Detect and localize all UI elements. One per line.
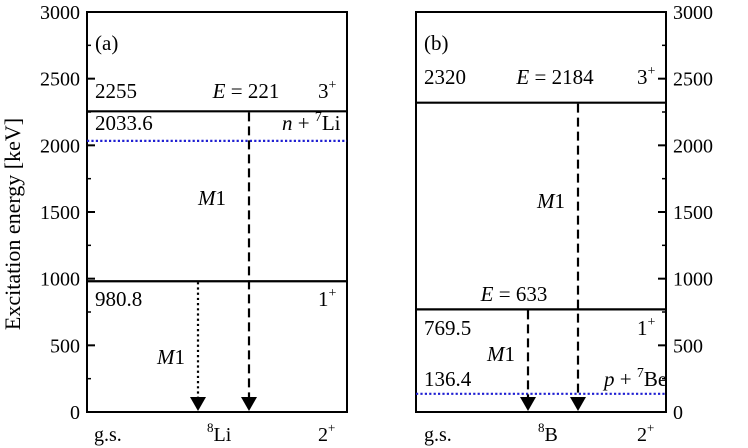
panel-b: 0 500 1000 1500 2000 2500 3000 (b) 2320 E = 21… bbox=[415, 2, 713, 446]
y-tick-label: 1500 bbox=[40, 202, 80, 224]
panel-b-right-tick-labels: 0 500 1000 1500 2000 2500 3000 bbox=[673, 2, 713, 424]
panel-b-transition-m1-short-label: M1 bbox=[486, 342, 515, 366]
y-tick-label: 500 bbox=[50, 335, 80, 357]
panel-a-transition-m1-dashed-label: M1 bbox=[197, 186, 226, 210]
panel-a-gs-label: g.s. bbox=[94, 424, 122, 446]
panel-b-level-1plus-spin: 1+ bbox=[637, 315, 656, 340]
panel-b-level-3plus-spin: 3+ bbox=[637, 64, 656, 89]
y-tick-label: 0 bbox=[70, 402, 80, 424]
panel-a-label: (a) bbox=[95, 31, 118, 55]
panel-b-level-1plus-energy: 769.5 bbox=[424, 316, 471, 340]
panel-b-arrowhead-short bbox=[520, 397, 536, 411]
y-tick-label: 1000 bbox=[40, 269, 80, 291]
panel-a-frame bbox=[86, 11, 348, 413]
panel-b-nucleus-label: 8B bbox=[538, 420, 558, 446]
panel-a-transition-m1-dotted-label: M1 bbox=[156, 345, 185, 369]
panel-b-threshold-channel: p + 7Be bbox=[602, 366, 667, 391]
y-tick-label: 1500 bbox=[673, 202, 713, 224]
panel-a-gs-spin: 2+ bbox=[318, 420, 335, 446]
panel-a-left-ticks bbox=[87, 11, 95, 413]
panel-b-arrowhead-long bbox=[570, 397, 586, 411]
panel-b-level-3plus-transition-energy: E = 2184 bbox=[515, 65, 594, 89]
y-tick-label: 2000 bbox=[40, 135, 80, 157]
panel-b-right-ticks bbox=[658, 11, 666, 413]
y-axis-label: Excitation energy [keV] bbox=[0, 118, 25, 330]
panel-a-level-3plus-transition-energy: E = 221 bbox=[212, 79, 280, 103]
y-tick-label: 2000 bbox=[673, 135, 713, 157]
panel-b-level-1plus-transition-energy: E = 633 bbox=[480, 282, 548, 306]
panel-b-level-3plus-energy: 2320 bbox=[424, 65, 466, 89]
panel-a-arrowhead-dashed bbox=[241, 397, 257, 411]
y-tick-label: 3000 bbox=[673, 2, 713, 24]
panel-a-nucleus-label: 8Li bbox=[207, 420, 232, 446]
y-tick-label: 500 bbox=[673, 335, 703, 357]
panel-b-label: (b) bbox=[424, 31, 449, 55]
panel-b-threshold-energy: 136.4 bbox=[424, 367, 472, 391]
panel-a-threshold-energy: 2033.6 bbox=[95, 111, 153, 135]
panel-a-level-3plus-energy: 2255 bbox=[95, 79, 137, 103]
panel-b-gs-label: g.s. bbox=[424, 424, 452, 446]
panel-a-level-3plus-spin: 3+ bbox=[318, 78, 337, 103]
y-tick-label: 3000 bbox=[40, 2, 80, 24]
y-tick-label: 1000 bbox=[673, 269, 713, 291]
panel-a: 0 500 1000 1500 2000 2500 3000 (a) 2255 E = 22… bbox=[40, 2, 348, 446]
panel-a-level-1plus-energy: 980.8 bbox=[95, 287, 142, 311]
y-tick-label: 2500 bbox=[673, 69, 713, 91]
panel-a-left-tick-labels: 0 500 1000 1500 2000 2500 3000 bbox=[40, 2, 80, 424]
panel-a-level-1plus-spin: 1+ bbox=[318, 286, 337, 311]
panel-a-threshold-channel: n + 7Li bbox=[282, 110, 341, 135]
panel-a-arrowhead-dotted bbox=[190, 397, 206, 411]
y-tick-label: 0 bbox=[673, 402, 683, 424]
panel-b-transition-m1-long-label: M1 bbox=[536, 189, 565, 213]
panel-b-gs-spin: 2+ bbox=[637, 420, 654, 446]
y-tick-label: 2500 bbox=[40, 69, 80, 91]
